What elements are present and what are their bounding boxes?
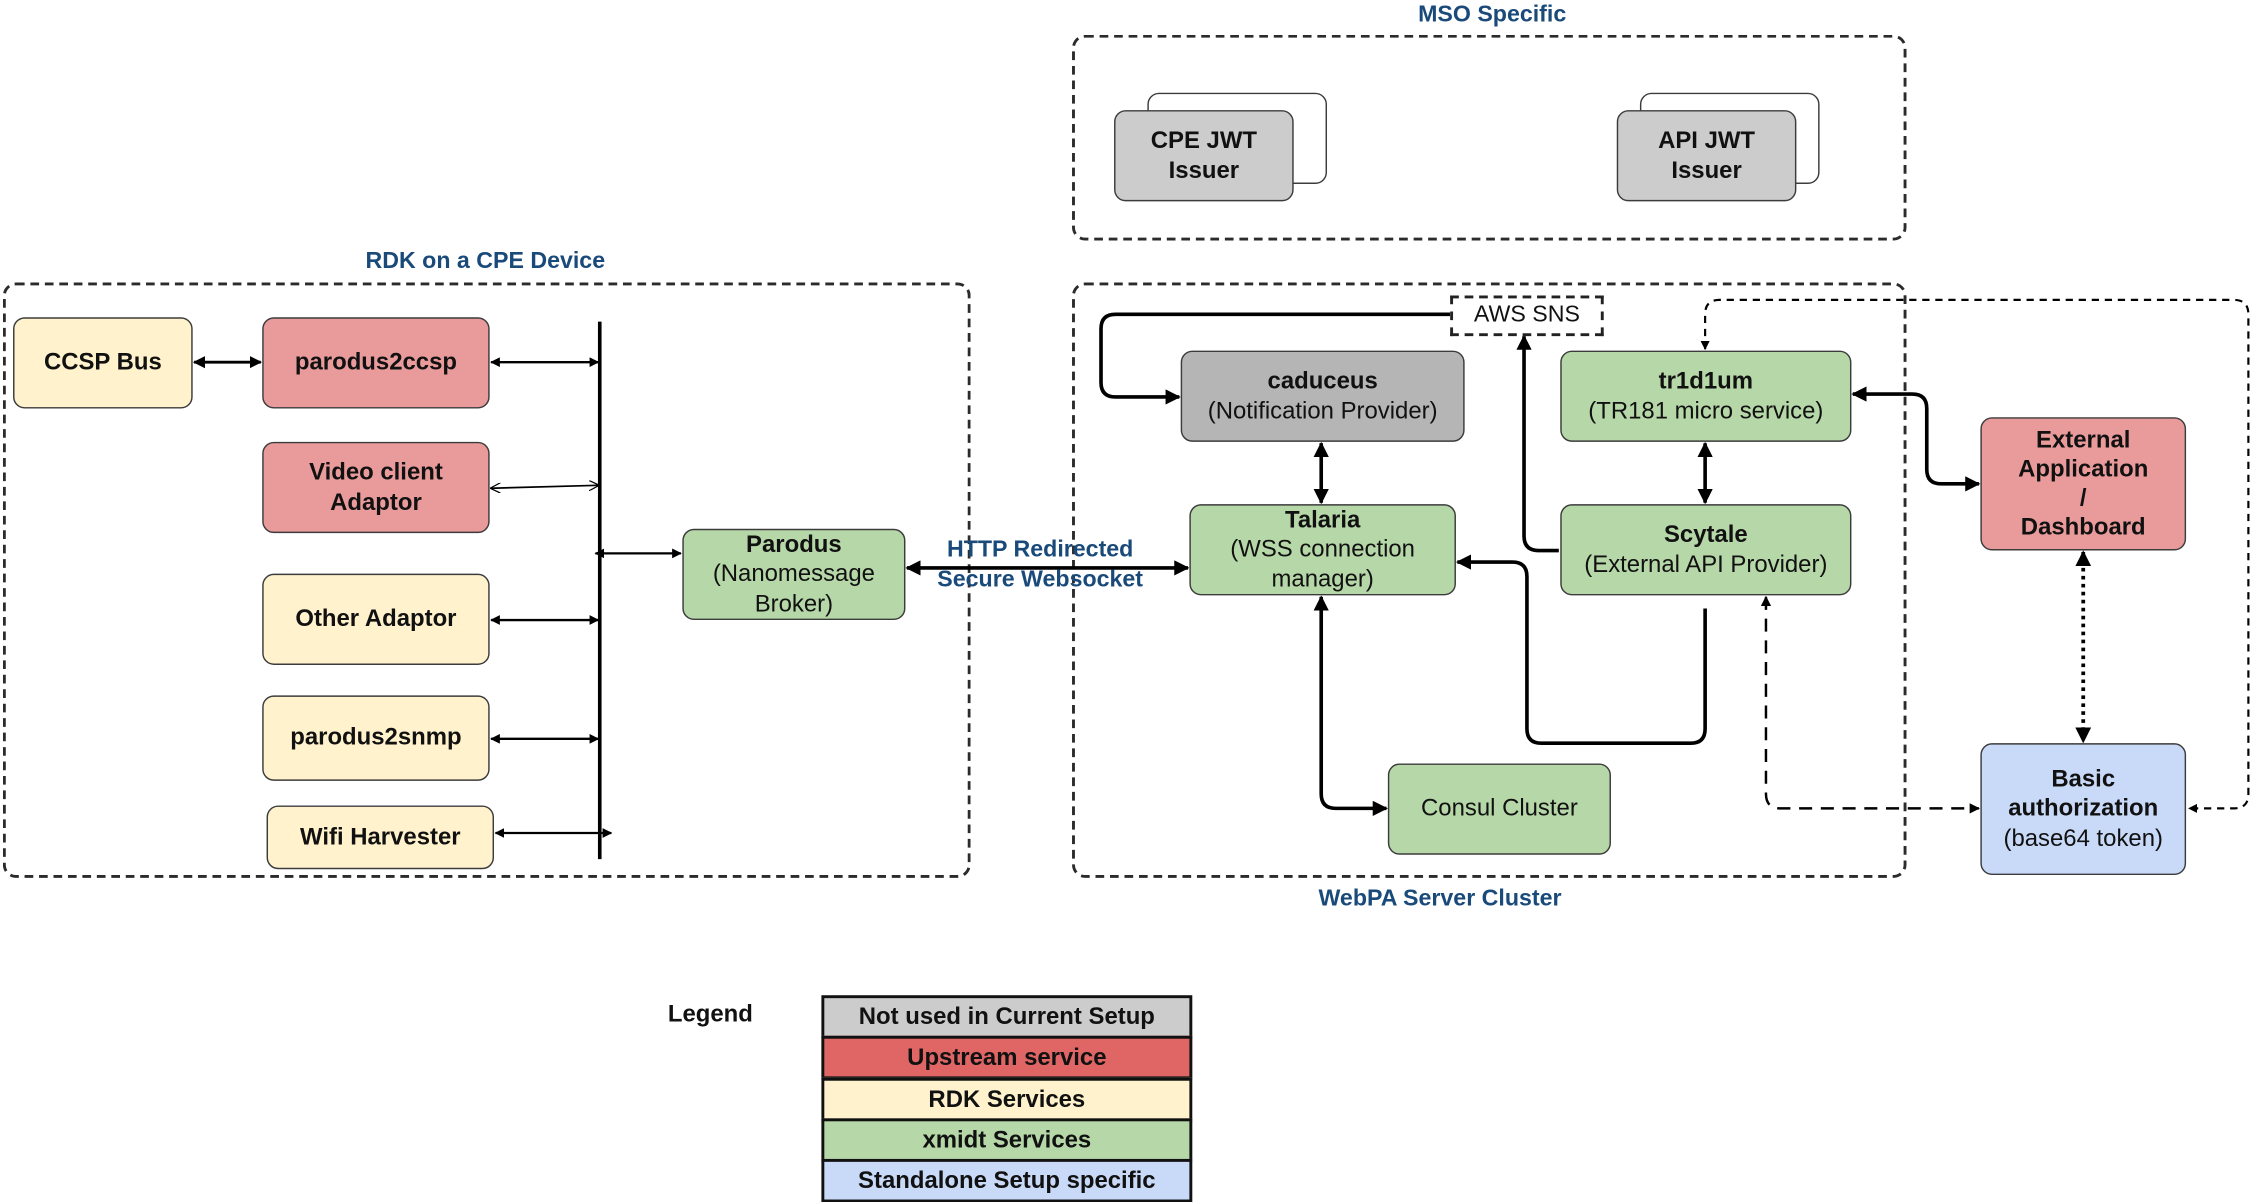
legend-item-label: Not used in Current Setup	[858, 1003, 1155, 1030]
rdk-cpe-group	[2, 282, 971, 878]
webpa-cluster-group-label: WebPA Server Cluster	[1318, 886, 1562, 912]
edge-talaria-consul	[1313, 595, 1388, 816]
parodus-node: Parodus (Nanomessage Broker)	[682, 528, 906, 621]
legend-item-rdk: RDK Services	[821, 1077, 1193, 1122]
rdk-cpe-group-label: RDK on a CPE Device	[365, 249, 606, 274]
other-adaptor-node: Other Adaptor	[262, 573, 490, 665]
legend-item-label: xmidt Services	[922, 1126, 1092, 1153]
ccsp-bus-node: CCSP Bus	[13, 317, 193, 409]
api-jwt-issuer-node: API JWT Issuer	[1616, 110, 1797, 202]
parodus-subtitle: (Nanomessage Broker)	[712, 561, 875, 617]
edge-scytale-aws	[1516, 334, 1559, 553]
legend-item-not-used: Not used in Current Setup	[821, 995, 1193, 1039]
external-application-title: External Application / Dashboard	[2018, 427, 2149, 541]
tr1d1um-subtitle: (TR181 micro service)	[1588, 397, 1824, 424]
tr1d1um-node: tr1d1um (TR181 micro service)	[1560, 350, 1852, 442]
basic-authorization-subtitle: (base64 token)	[2003, 825, 2163, 852]
tr1d1um-title: tr1d1um	[1658, 368, 1753, 395]
legend-item-label: Standalone Setup specific	[858, 1166, 1156, 1194]
cpe-jwt-issuer-node: CPE JWT Issuer	[1114, 110, 1294, 202]
api-jwt-issuer-title: API JWT Issuer	[1658, 128, 1756, 184]
edge-tr1d1um-basicauth	[1700, 298, 2250, 813]
caduceus-title: caduceus	[1267, 368, 1378, 395]
talaria-subtitle: (WSS connection manager)	[1230, 536, 1415, 592]
parodus-title: Parodus	[746, 532, 842, 559]
legend-item-label: Upstream service	[907, 1043, 1107, 1070]
parodus2ccsp-title: parodus2ccsp	[294, 349, 457, 376]
caduceus-subtitle: (Notification Provider)	[1207, 397, 1438, 424]
external-application-node: External Application / Dashboard	[1980, 417, 2187, 551]
mso-specific-group-label: MSO Specific	[1418, 2, 1567, 28]
video-client-adaptor-title: Video client Adaptor	[309, 459, 443, 516]
websocket-edge-label: HTTP Redirected Secure Websocket	[937, 537, 1144, 593]
aws-sns-node: AWS SNS	[1450, 295, 1604, 337]
legend-item-label: RDK Services	[928, 1085, 1086, 1112]
ccsp-bus-title: CCSP Bus	[43, 349, 162, 376]
scytale-node: Scytale (External API Provider)	[1560, 504, 1852, 596]
basic-authorization-node: Basic authorization (base64 token)	[1980, 743, 2187, 876]
wifi-harvester-node: Wifi Harvester	[266, 805, 495, 870]
edge-scytale-basicauth	[1760, 595, 1980, 814]
legend-item-standalone: Standalone Setup specific	[821, 1158, 1193, 1202]
other-adaptor-title: Other Adaptor	[295, 606, 457, 633]
consul-cluster-node: Consul Cluster	[1387, 763, 1611, 855]
talaria-title: Talaria	[1284, 507, 1361, 534]
video-client-adaptor-node: Video client Adaptor	[262, 441, 490, 534]
edge-aws-caduceus	[1099, 312, 1451, 405]
basic-authorization-title: Basic authorization	[2008, 766, 2159, 823]
aws-sns-title: AWS SNS	[1473, 302, 1580, 328]
parodus2snmp-title: parodus2snmp	[290, 724, 462, 752]
edge-video-bus	[491, 485, 598, 488]
wifi-harvester-title: Wifi Harvester	[300, 824, 461, 851]
legend-item-xmidt: xmidt Services	[821, 1118, 1193, 1162]
scytale-subtitle: (External API Provider)	[1584, 551, 1828, 578]
mso-specific-group	[1072, 34, 1907, 241]
cpe-jwt-issuer-title: CPE JWT Issuer	[1150, 128, 1257, 184]
legend-title: Legend	[667, 1001, 753, 1028]
consul-cluster-title: Consul Cluster	[1421, 795, 1578, 823]
legend-item-upstream: Upstream service	[821, 1035, 1193, 1080]
scytale-title: Scytale	[1663, 522, 1748, 549]
parodus2ccsp-node: parodus2ccsp	[262, 317, 490, 409]
caduceus-node: caduceus (Notification Provider)	[1180, 350, 1465, 442]
talaria-node: Talaria (WSS connection manager)	[1189, 504, 1456, 596]
parodus2snmp-node: parodus2snmp	[262, 695, 490, 781]
edge-tr1d1um-external	[1851, 386, 1981, 492]
